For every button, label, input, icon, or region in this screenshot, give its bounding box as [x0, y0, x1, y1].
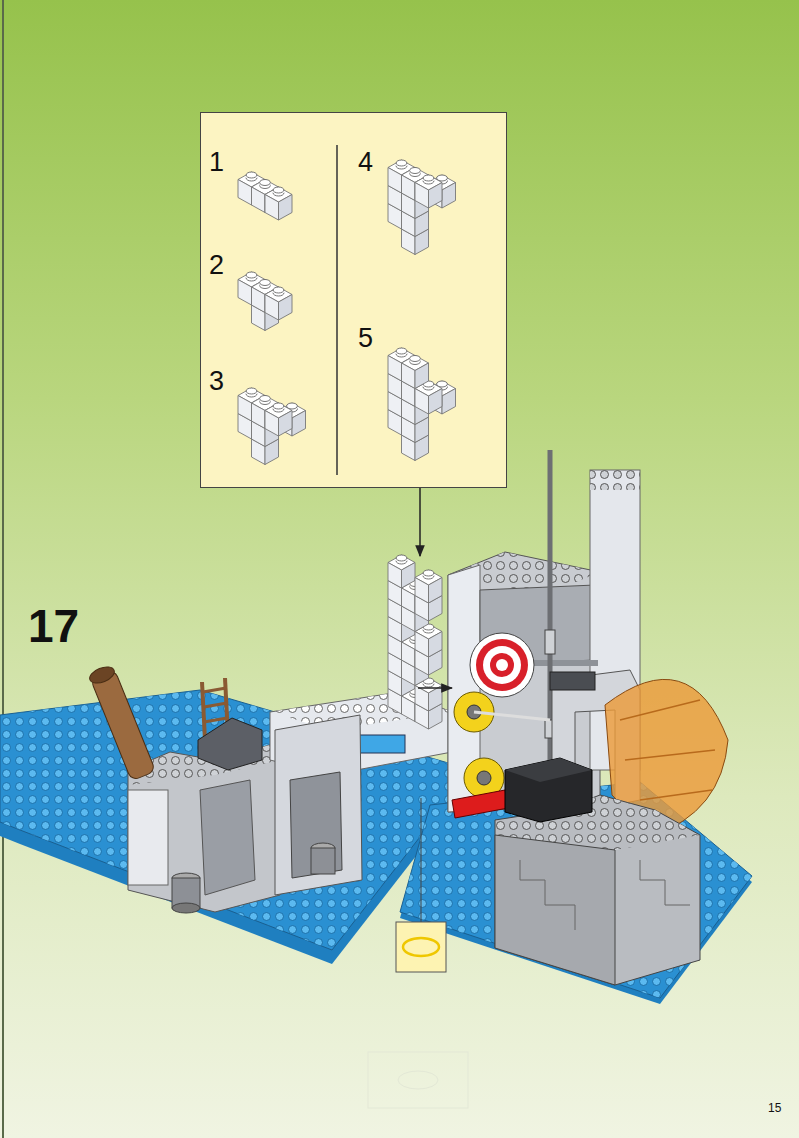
inset-box: 1 2 3 4 5: [200, 112, 507, 488]
middle-wall: [270, 692, 452, 895]
inset-brick: [415, 381, 442, 414]
inset-brick: [265, 287, 292, 320]
callout-number: 5: [358, 325, 373, 352]
middle-wall: [275, 715, 362, 895]
leader-line: [421, 798, 422, 922]
rubber-band: [403, 938, 439, 956]
inset-brick: [388, 178, 415, 211]
inset-brick: [252, 432, 279, 465]
inset-brick: [238, 388, 265, 421]
inset-brick: [238, 406, 265, 439]
inset-brick: [265, 187, 292, 220]
inset-brick: [429, 175, 456, 208]
pulley-wheel: [477, 771, 491, 785]
white-brick-column: [388, 555, 442, 729]
tower: [545, 630, 555, 654]
inset-brick: [388, 348, 415, 381]
target-wheel: [470, 633, 534, 697]
page-number: 15: [768, 1102, 781, 1114]
rock-wall: [495, 758, 700, 985]
inset-brick: [279, 403, 306, 436]
inset-brick: [402, 168, 429, 201]
inset-brick: [402, 428, 429, 461]
inset-brick: [388, 366, 415, 399]
arch: [550, 672, 595, 690]
left-wall: [172, 903, 200, 913]
inset-brick: [238, 272, 265, 305]
ladder: [204, 703, 227, 707]
white-brick-column: [415, 570, 442, 603]
ladder: [203, 688, 226, 692]
rock-wall: [495, 795, 700, 985]
left-wall: [200, 780, 255, 895]
inset-brick: [238, 388, 306, 465]
inset-brick: [402, 204, 429, 237]
inset-brick: [402, 410, 429, 443]
cannon: [90, 669, 155, 781]
white-brick-column: [388, 555, 415, 588]
pulley-wheel: [474, 712, 550, 720]
divider: [336, 145, 338, 475]
inset-brick: [252, 298, 279, 331]
callout-number: 2: [209, 252, 224, 279]
inset-brick: [402, 392, 429, 425]
ladder: [204, 718, 227, 722]
inset-brick: [388, 384, 415, 417]
cannon: [87, 664, 155, 781]
rock-wall: [640, 860, 690, 905]
step-number: 17: [28, 603, 79, 649]
tower: [590, 470, 640, 490]
rock-wall: [505, 758, 592, 822]
inset-brick: [402, 374, 429, 407]
callout-number: 4: [358, 149, 373, 176]
inset-brick: [429, 381, 456, 414]
place-arrow: [418, 687, 452, 689]
target-wheel: [476, 639, 528, 691]
target-wheel: [490, 653, 514, 677]
faint-box: [368, 1052, 468, 1108]
inset-brick: [252, 280, 279, 313]
inset-brick: [265, 403, 292, 436]
inset-brick: [238, 172, 292, 220]
assembly-arrow: [419, 488, 421, 556]
inset-brick: [238, 272, 292, 331]
inset-brick: [402, 356, 429, 389]
target-wheel: [483, 646, 521, 684]
rock-wall: [520, 860, 575, 930]
middle-wall: [311, 848, 335, 874]
inset-brick: [252, 180, 279, 213]
inset-brick: [238, 172, 265, 205]
tower: [448, 552, 600, 812]
faint-band: [398, 1071, 438, 1089]
target-wheel: [496, 659, 508, 671]
page-fold: [2, 0, 4, 1138]
cannon: [87, 664, 116, 687]
red-lever: [452, 790, 508, 818]
target-wheel: [470, 633, 534, 697]
callout-number: 1: [209, 149, 224, 176]
left-wall: [128, 790, 168, 885]
inset-brick: [388, 160, 456, 255]
callout-number: 3: [209, 368, 224, 395]
inset-brick: [402, 222, 429, 255]
inset-brick: [415, 175, 442, 208]
inset-brick: [388, 402, 415, 435]
rock-wall: [505, 758, 592, 782]
middle-wall: [290, 772, 342, 878]
rock-wall: [495, 835, 615, 985]
part-callout: [396, 922, 446, 972]
inset-brick: [402, 186, 429, 219]
inset-brick: [252, 414, 279, 447]
inset-brick: [388, 160, 415, 193]
dome-lines: [620, 700, 715, 800]
inset-brick: [252, 396, 279, 429]
slope-brick: [198, 718, 262, 770]
inset-brick: [388, 348, 456, 461]
inset-brick: [388, 196, 415, 229]
